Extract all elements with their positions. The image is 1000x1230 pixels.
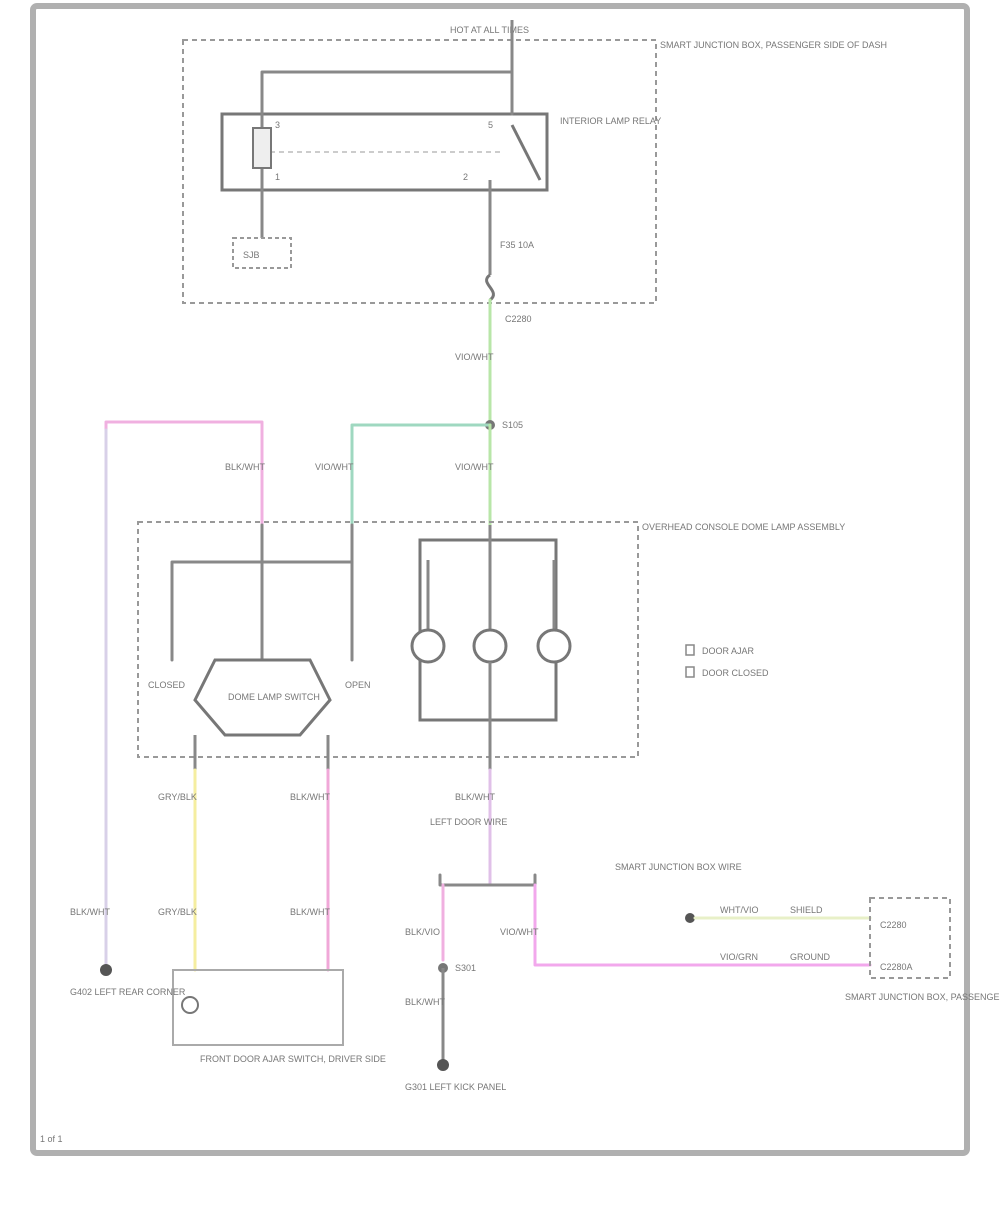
- right-module-outline: [869, 897, 951, 979]
- fuse-box-outline: [182, 39, 657, 304]
- relay-outline: [220, 112, 549, 192]
- lower-wire-mid: BLK/WHT: [455, 792, 496, 802]
- figure-number: 1 of 1: [40, 1134, 63, 1144]
- door-wire-left-2: GRY/BLK: [158, 907, 197, 917]
- relay-pin-1: 1: [275, 172, 280, 182]
- fuse-connector: C2280: [505, 314, 532, 324]
- door-switch-label: FRONT DOOR AJAR SWITCH, DRIVER SIDE: [200, 1054, 386, 1064]
- relay-feed-wire: [260, 70, 514, 182]
- dome-wire-right: VIO/WHT: [455, 462, 494, 472]
- switch-off: CLOSED: [148, 680, 186, 690]
- right-wire-2b: GROUND: [790, 952, 830, 962]
- relay-pin-5: 5: [488, 120, 493, 130]
- fuse-label: F35 10A: [500, 240, 534, 250]
- ground-left-symbol: [100, 964, 112, 976]
- fuse-box-label: SMART JUNCTION BOX, PASSENGER SIDE OF DA…: [660, 40, 887, 50]
- legend-1: DOOR AJAR: [702, 646, 755, 656]
- wire-top-label: VIO/WHT: [455, 352, 494, 362]
- dome-wire-mid: VIO/WHT: [315, 462, 354, 472]
- dome-switch-body: [193, 658, 332, 737]
- door-switch-outline: [172, 969, 344, 1046]
- switch-open: OPEN: [345, 680, 371, 690]
- legend-2: DOOR CLOSED: [702, 668, 769, 678]
- relay-coil: [252, 127, 272, 169]
- top-feed-label: HOT AT ALL TIMES: [450, 25, 529, 35]
- right-pin-2: C2280A: [880, 962, 913, 972]
- dome-assembly-label: OVERHEAD CONSOLE DOME LAMP ASSEMBLY: [642, 522, 845, 532]
- right-wire-dot: [685, 913, 695, 923]
- right-wire-1b: SHIELD: [790, 905, 823, 915]
- door-wire-right-2: BLK/WHT: [290, 907, 331, 917]
- ground-lower-wire: BLK/WHT: [405, 997, 446, 1007]
- right-wire-2: VIO/GRN: [720, 952, 758, 962]
- dome-wire-left: BLK/WHT: [225, 462, 266, 472]
- fuse-symbol: [485, 273, 495, 302]
- ground-wire-left: BLK/WHT: [70, 907, 111, 917]
- junction-bar: [438, 873, 537, 887]
- lower-wire-mid-2: LEFT DOOR WIRE: [430, 817, 507, 827]
- relay-label: INTERIOR LAMP RELAY: [560, 116, 661, 126]
- legend-marker-2: [685, 666, 695, 678]
- splice-lower: S301: [455, 963, 476, 973]
- green-branch-wire: [350, 423, 492, 527]
- relay-pin-3: 3: [275, 120, 280, 130]
- ground-left-label: SJB: [243, 250, 260, 260]
- right-pin-1: C2280: [880, 920, 907, 930]
- right-top-text: SMART JUNCTION BOX WIRE: [615, 862, 742, 872]
- diagram-frame: [30, 3, 970, 1156]
- splice-label: S105: [502, 420, 523, 430]
- legend-marker-1: [685, 644, 695, 656]
- ground-lower-symbol: [437, 1059, 449, 1071]
- door-switch-contact: [181, 996, 199, 1014]
- junction-right-wire: VIO/WHT: [500, 927, 539, 937]
- right-wire-1: WHT/VIO: [720, 905, 759, 915]
- ground-left-text: G402 LEFT REAR CORNER: [70, 987, 186, 997]
- door-wire-right: BLK/WHT: [290, 792, 331, 802]
- relay-contact: [510, 124, 542, 181]
- junction-right-pink: [533, 883, 872, 967]
- ground-left-box: [232, 237, 292, 269]
- junction-left-wire: BLK/VIO: [405, 927, 440, 937]
- right-module-label: SMART JUNCTION BOX, PASSENGER SIDE OF DA…: [845, 992, 1000, 1002]
- dome-switch-label: DOME LAMP SWITCH: [228, 692, 320, 702]
- ground-lower-text: G301 LEFT KICK PANEL: [405, 1082, 506, 1092]
- dome-assembly-outline: [137, 521, 639, 758]
- relay-pin-2: 2: [463, 172, 468, 182]
- dome-lamp-3: [536, 628, 572, 664]
- switch-far-left-wire: [170, 560, 354, 662]
- dome-lamp-2: [472, 628, 508, 664]
- dome-lamp-1: [410, 628, 446, 664]
- door-wire-left: GRY/BLK: [158, 792, 197, 802]
